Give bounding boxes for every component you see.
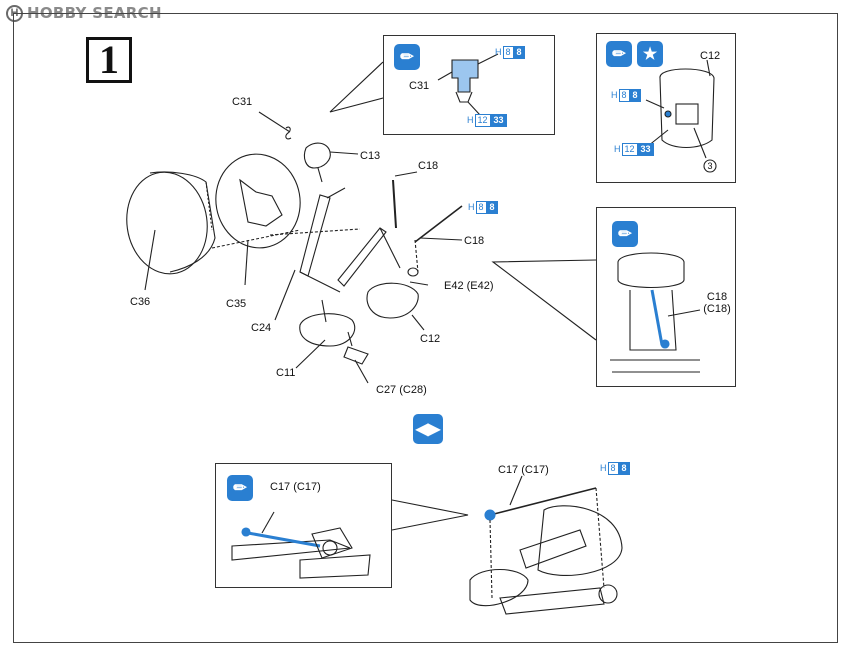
label-c31-main: C31 <box>232 96 253 108</box>
paint-code-1: 8 <box>607 462 619 475</box>
label-c11: C11 <box>276 367 296 379</box>
dish-c36 <box>126 171 216 275</box>
label-c12-main: C12 <box>420 333 441 345</box>
paint-code-2: 33 <box>637 143 654 156</box>
paint-prefix: H <box>614 144 621 154</box>
paint-prefix: H <box>468 202 475 212</box>
paint-code-1: 8 <box>618 89 630 102</box>
paint-code: H 12 33 <box>614 143 654 156</box>
swap-arrows-icon: ◀▶ <box>413 414 443 444</box>
paint-code-2: 33 <box>490 114 507 127</box>
label-c36: C36 <box>130 296 151 308</box>
label-c13: C13 <box>360 150 381 162</box>
step-number: 1 <box>86 37 132 83</box>
paint-code-1: 8 <box>475 201 487 214</box>
paint-code: H 8 8 <box>600 462 630 475</box>
paint-code: H 8 8 <box>468 201 498 214</box>
callout-wedge-c31 <box>329 61 384 113</box>
paint-prefix: H <box>600 463 607 473</box>
paint-prefix: H <box>467 115 474 125</box>
paint-code-2: 8 <box>629 89 641 102</box>
paint-code: H 8 8 <box>611 89 641 102</box>
label-c27: C27 (C28) <box>376 384 427 396</box>
paint-code-2: 8 <box>513 46 525 59</box>
diagram-frame <box>13 13 838 643</box>
paint-code-2: 8 <box>486 201 498 214</box>
dish-c35 <box>215 153 301 249</box>
callout-wedge-c17 <box>391 499 469 531</box>
label-c31-detail: C31 <box>409 80 430 92</box>
paint-code-2: 8 <box>618 462 630 475</box>
label-c17-right: C17 (C17) <box>498 464 549 476</box>
star-icon: ★ <box>637 41 663 67</box>
paint-brush-icon: ✏ <box>606 41 632 67</box>
paint-prefix: H <box>495 47 502 57</box>
label-c18-b: C18 <box>464 235 485 247</box>
paint-brush-icon: ✏ <box>394 44 420 70</box>
paint-code-1: 8 <box>502 46 514 59</box>
paint-code-1: 12 <box>621 143 638 156</box>
callout-wedge-c18 <box>491 259 597 341</box>
label-e42: E42 (E42) <box>444 280 494 292</box>
label-c18-detail: C18 (C18) <box>703 291 731 315</box>
label-c18-a: C18 <box>418 160 439 172</box>
paint-brush-icon: ✏ <box>227 475 253 501</box>
label-c24: C24 <box>251 322 272 334</box>
label-c12-detail: C12 <box>700 50 721 62</box>
label-c35: C35 <box>226 298 247 310</box>
paint-brush-icon: ✏ <box>612 221 638 247</box>
paint-code: H 8 8 <box>495 46 525 59</box>
paint-prefix: H <box>611 90 618 100</box>
label-c17-left: C17 (C17) <box>270 481 321 493</box>
paint-code-1: 12 <box>474 114 491 127</box>
paint-code: H 12 33 <box>467 114 507 127</box>
label-circle-3: 3 <box>707 161 713 171</box>
